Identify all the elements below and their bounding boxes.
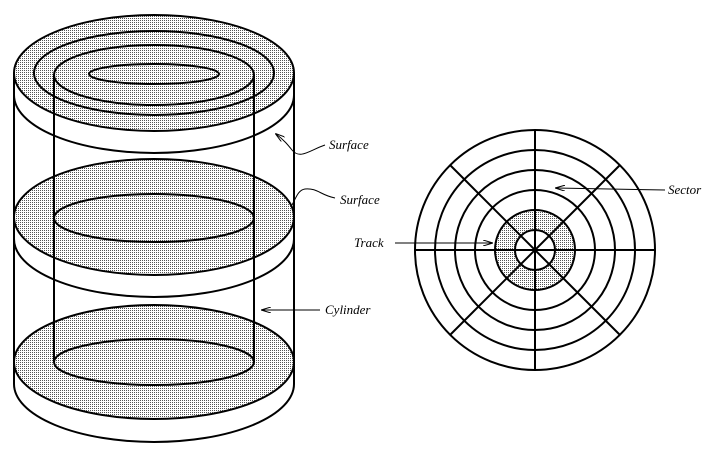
label-surface-middle: Surface	[340, 192, 380, 207]
platter-top	[13, 14, 295, 154]
sector-divider	[449, 164, 621, 336]
platter-stack	[13, 14, 295, 443]
annotation-leaders	[262, 134, 336, 310]
disk-surface-top-view	[414, 129, 656, 371]
label-cylinder: Cylinder	[325, 302, 371, 317]
label-track: Track	[354, 235, 384, 250]
sector-arrow	[556, 188, 666, 190]
platter-bottom	[13, 304, 295, 443]
label-sector: Sector	[668, 182, 702, 197]
platter-middle	[13, 158, 295, 298]
label-surface-top: Surface	[329, 137, 369, 152]
